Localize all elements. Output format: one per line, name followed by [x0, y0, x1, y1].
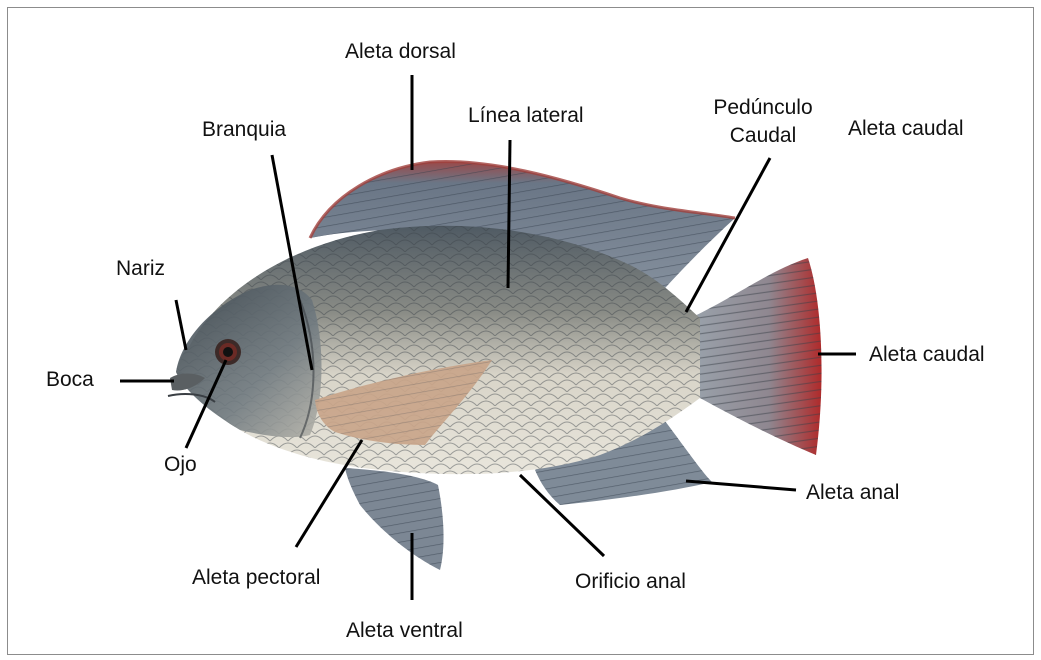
fish-head: [168, 285, 322, 438]
eye: [215, 339, 241, 365]
leader-aleta-anal: [686, 481, 796, 490]
label-aleta-ventral: Aleta ventral: [346, 619, 463, 643]
label-orificio-anal: Orificio anal: [575, 570, 686, 594]
caudal-fin: [690, 258, 822, 455]
label-linea-lateral: Línea lateral: [468, 104, 584, 128]
leader-linea-lateral: [508, 140, 510, 288]
label-aleta-pectoral: Aleta pectoral: [192, 566, 320, 590]
label-nariz: Nariz: [116, 257, 165, 281]
label-aleta-caudal-top: Aleta caudal: [848, 117, 964, 141]
label-aleta-dorsal: Aleta dorsal: [345, 40, 456, 64]
leader-nariz: [176, 300, 186, 350]
label-ojo: Ojo: [164, 453, 197, 477]
ventral-fin: [345, 468, 444, 570]
label-pedunculo-line2: Caudal: [698, 124, 828, 148]
label-branquia: Branquia: [202, 118, 286, 142]
label-pedunculo-caudal: Pedúnculo Caudal: [698, 96, 828, 148]
label-pedunculo-line1: Pedúnculo: [698, 96, 828, 120]
label-aleta-caudal-right: Aleta caudal: [869, 343, 985, 367]
label-aleta-anal: Aleta anal: [806, 481, 899, 505]
label-boca: Boca: [46, 368, 94, 392]
